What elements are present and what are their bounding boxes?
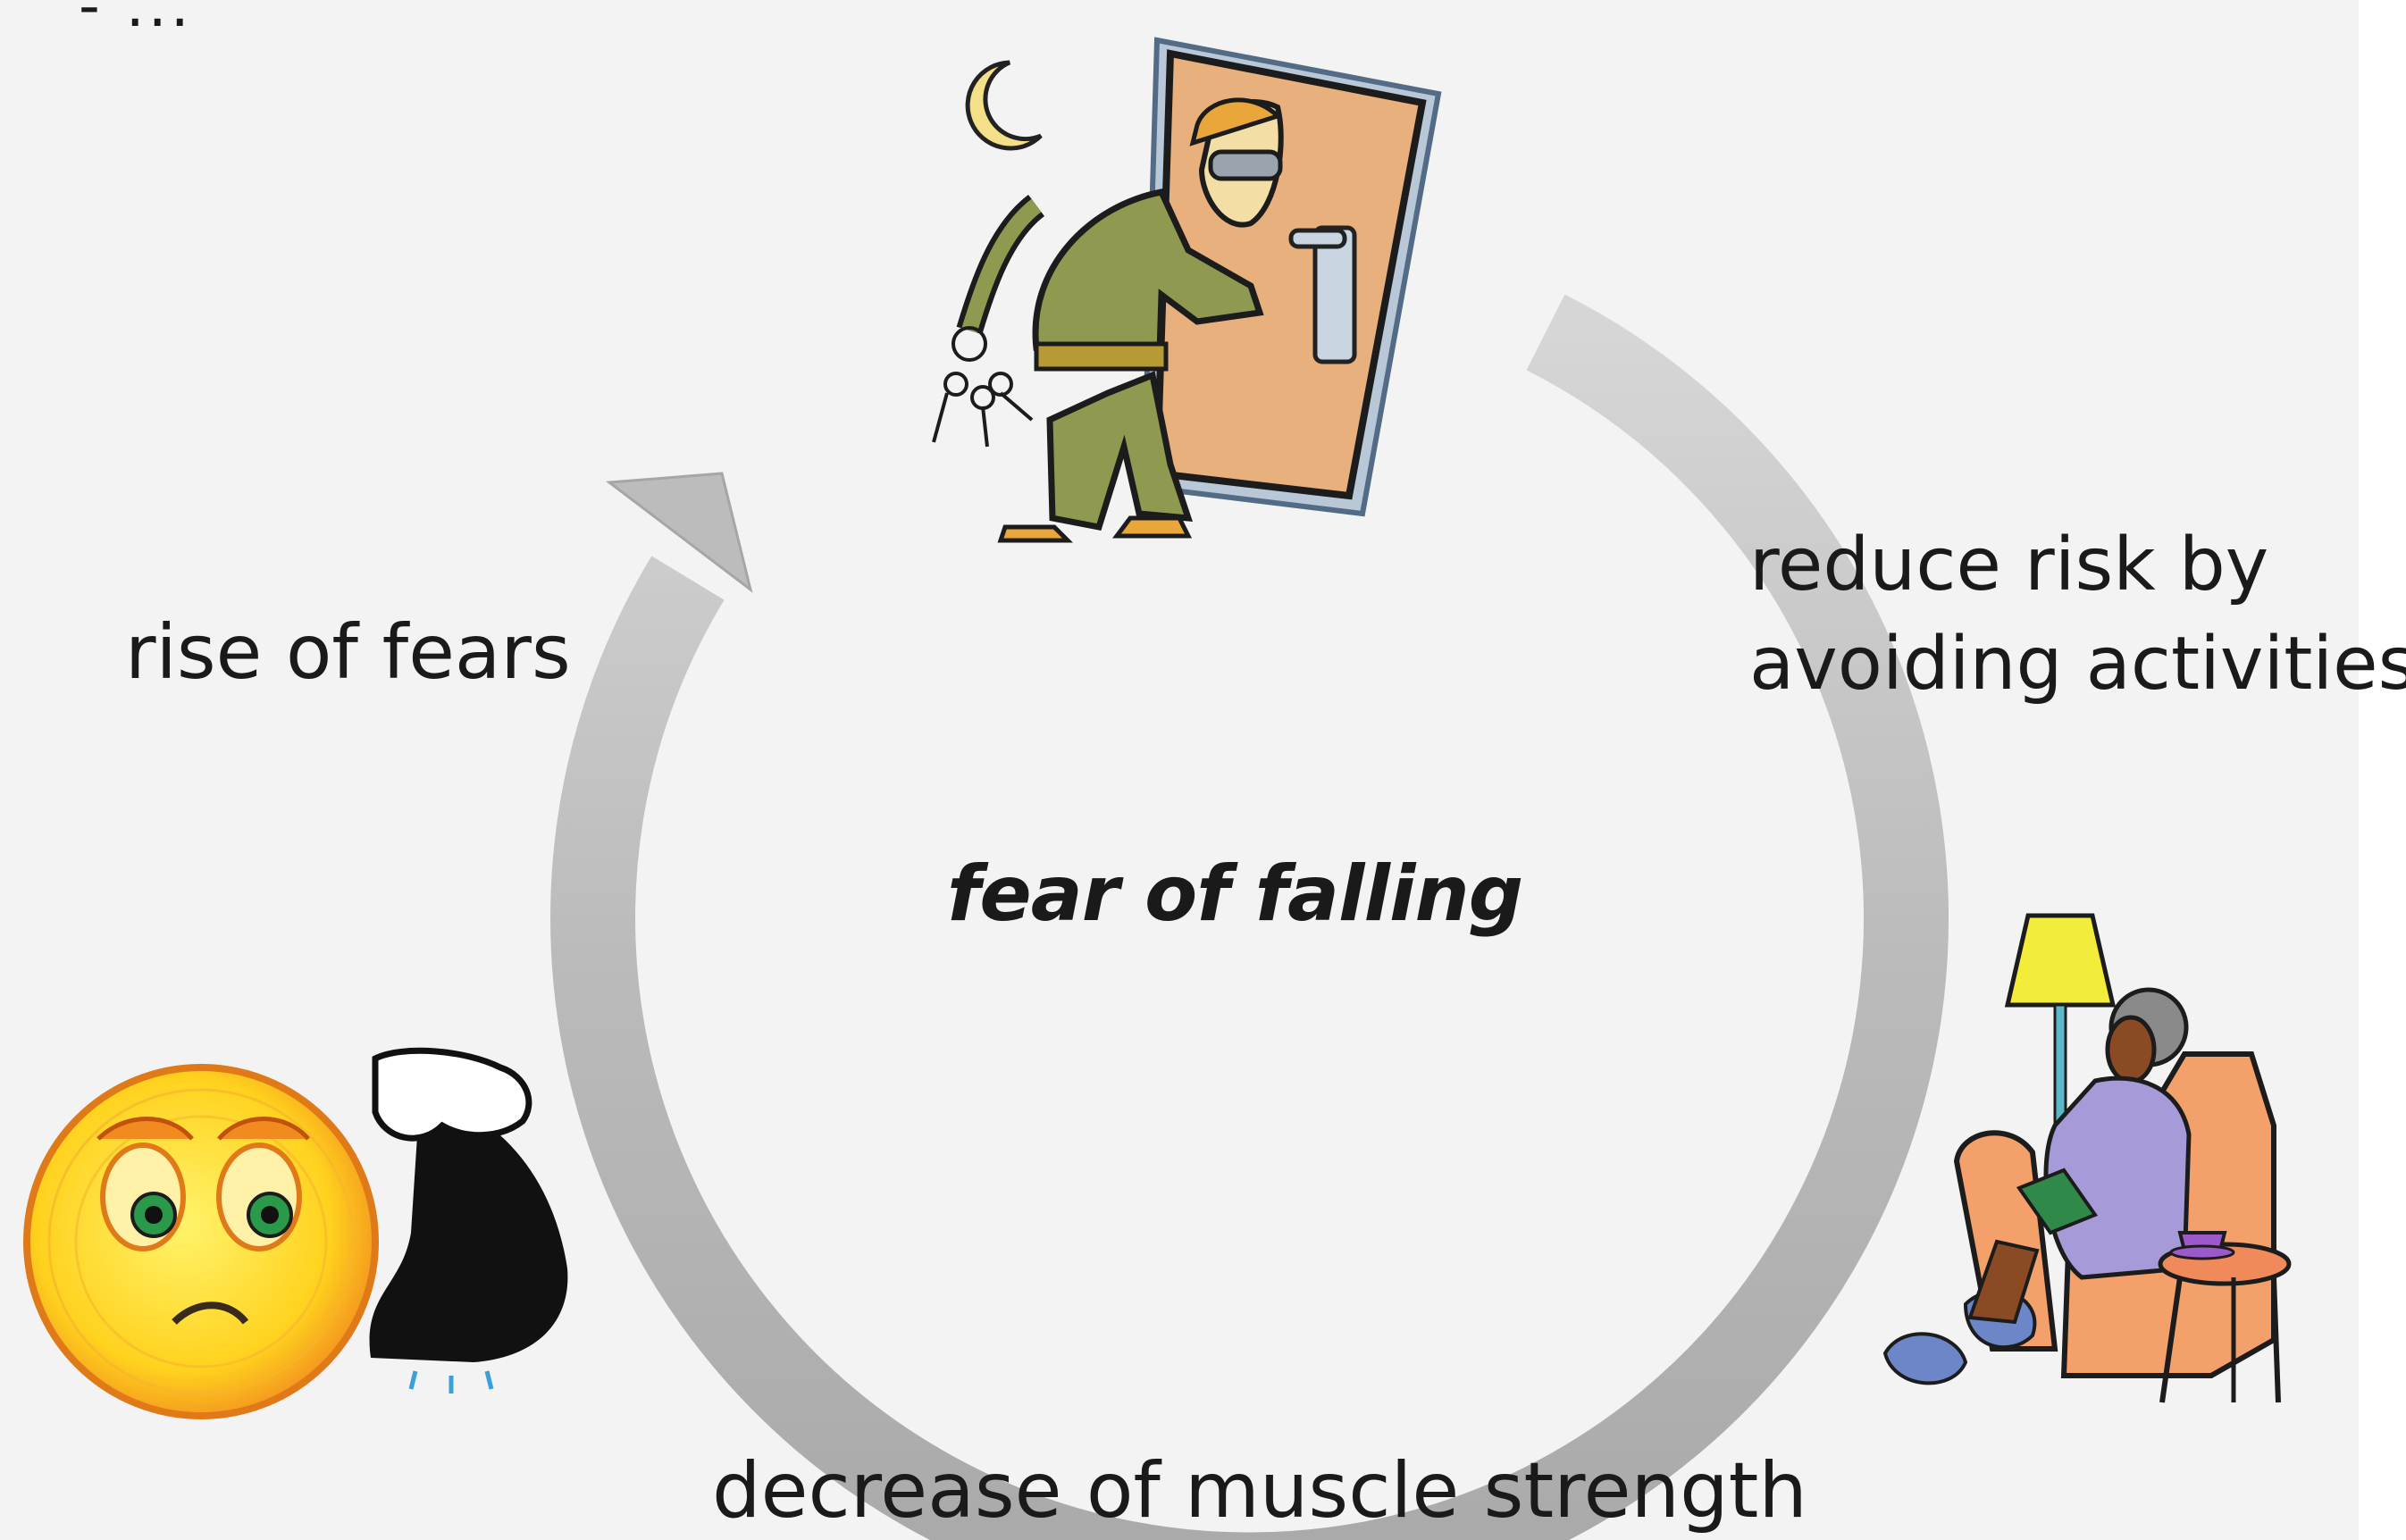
center-label-fear-of-falling: fear of falling [947, 856, 1522, 933]
label-decrease-of-muscle-strength: decrease of muscle strength [712, 1452, 1807, 1529]
label-reduce-risk-line2: avoiding activities [1749, 615, 2406, 715]
label-reduce-risk-line1: reduce risk by [1749, 516, 2406, 615]
label-rise-of-fears: rise of fears [125, 615, 571, 690]
label-reduce-risk: reduce risk by avoiding activities [1749, 516, 2406, 714]
elderly-woman-reading-in-armchair-icon [1885, 916, 2289, 1402]
corner-ellipsis-text: - ... [79, 0, 193, 36]
worried-face-with-flexed-arm-icon [27, 1050, 567, 1416]
burglar-at-door-icon [934, 40, 1438, 540]
moon-icon [968, 63, 1041, 148]
